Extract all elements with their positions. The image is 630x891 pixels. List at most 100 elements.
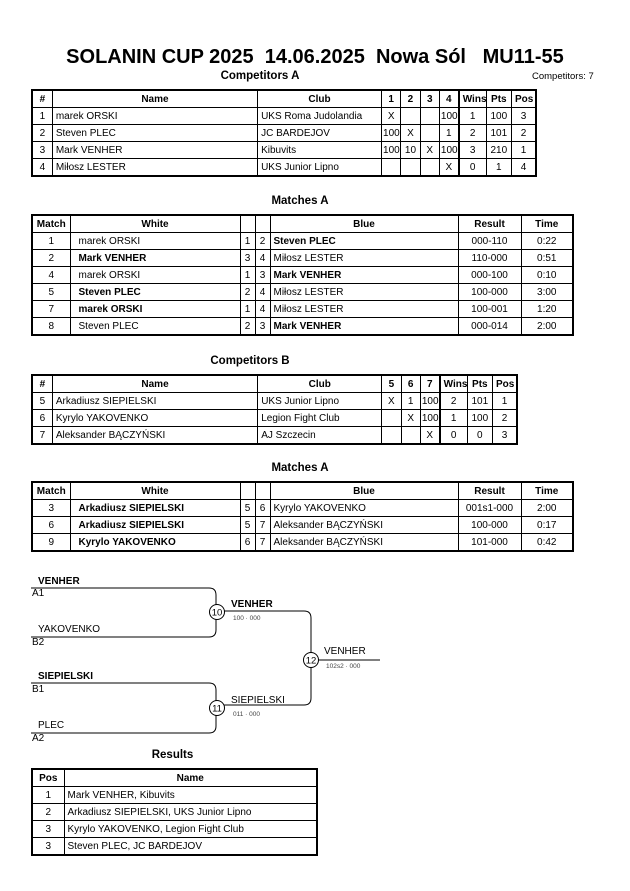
score-cell: 100 — [381, 124, 402, 142]
page-title: SOLANIN CUP 2025 14.06.2025 Nowa Sól MU1… — [66, 46, 564, 68]
stat-cell: 1 — [511, 141, 537, 159]
white-id: 1 — [239, 232, 256, 250]
blue-competitor: Aleksander BĄCZYŃSKI — [269, 533, 459, 552]
bracket-m11-circle — [209, 700, 225, 716]
club-name: Legion Fight Club — [257, 409, 383, 427]
result-position: 3 — [31, 837, 65, 856]
stat-cell: 100 — [485, 107, 513, 125]
score-cell — [400, 107, 421, 125]
competitor-name: Aleksander BĄCZYŃSKI — [51, 426, 259, 445]
column-header: 1 — [381, 89, 402, 108]
score-cell: 10 — [400, 141, 421, 159]
white-id: 2 — [239, 317, 256, 336]
column-header: Time — [520, 214, 574, 233]
score-cell: X — [381, 392, 402, 410]
score-cell — [400, 426, 421, 445]
match-result: 001s1-000 — [457, 499, 522, 517]
bracket-m11-bottom-seed: A2 — [32, 733, 45, 744]
bracket-m12-score: 102s2 · 000 — [326, 663, 361, 670]
match-time: 2:00 — [520, 499, 574, 517]
stat-cell: 3 — [457, 141, 487, 159]
column-header: 4 — [438, 89, 460, 108]
score-cell: 100 — [419, 392, 441, 410]
match-result: 100-000 — [457, 516, 522, 534]
club-name: AJ Szczecin — [257, 426, 383, 445]
bracket-m10-winner: VENHER — [231, 599, 273, 610]
score-cell: 1 — [400, 392, 421, 410]
bracket-svg: VENHER A1 YAKOVENKO B2 10 VENHER 100 · 0… — [31, 576, 380, 744]
blue-competitor: Steven PLEC — [269, 232, 459, 250]
stat-cell: 2 — [511, 124, 537, 142]
blue-id: 3 — [254, 266, 271, 284]
column-header: # — [31, 374, 53, 393]
match-number: 9 — [31, 533, 71, 552]
white-id: 5 — [239, 499, 256, 517]
competitor-name: Steven PLEC — [51, 124, 259, 142]
club-name: UKS Junior Lipno — [257, 392, 383, 410]
blue-id: 7 — [254, 533, 271, 552]
stat-cell: 0 — [466, 426, 494, 445]
score-cell — [419, 158, 440, 177]
competitor-name: Kyrylo YAKOVENKO — [51, 409, 259, 427]
score-cell: 100 — [438, 141, 460, 159]
score-cell: 100 — [419, 409, 441, 427]
result-position: 1 — [31, 786, 65, 804]
score-cell — [381, 426, 402, 445]
column-header: Result — [457, 481, 522, 500]
column-header: White — [69, 481, 241, 500]
white-id: 2 — [239, 283, 256, 301]
score-cell: X — [419, 426, 441, 445]
blue-competitor: Aleksander BĄCZYŃSKI — [269, 516, 459, 534]
match-result: 000-110 — [457, 232, 522, 250]
bracket-m11-score: 011 · 000 — [233, 711, 260, 718]
match-number: 4 — [31, 266, 71, 284]
blue-competitor: Mark VENHER — [269, 266, 459, 284]
column-header: # — [31, 89, 53, 108]
column-header: Blue — [269, 481, 459, 500]
match-time: 2:00 — [520, 317, 574, 336]
match-number: 8 — [31, 317, 71, 336]
stat-cell: 101 — [466, 392, 494, 410]
match-result: 110-000 — [457, 249, 522, 267]
column-header: Pos — [511, 89, 537, 108]
bracket-m11-bottom-name: PLEC — [38, 720, 64, 731]
bracket-m11-winner: SIEPIELSKI — [231, 695, 285, 706]
result-position: 3 — [31, 820, 65, 838]
match-time: 0:17 — [520, 516, 574, 534]
score-cell — [419, 124, 440, 142]
club-name: JC BARDEJOV — [257, 124, 383, 142]
result-name: Arkadiusz SIEPIELSKI, UKS Junior Lipno — [63, 803, 318, 821]
column-header: White — [69, 214, 241, 233]
white-competitor: Steven PLEC — [69, 317, 241, 336]
column-header — [239, 214, 256, 233]
column-header: Name — [63, 768, 318, 787]
blue-id: 4 — [254, 283, 271, 301]
column-header — [239, 481, 256, 500]
competitor-name: Mark VENHER — [51, 141, 259, 159]
bracket-m12-winner: VENHER — [324, 646, 366, 657]
column-header: Blue — [269, 214, 459, 233]
bracket-m10-bottom-name: YAKOVENKO — [38, 624, 100, 635]
row-number: 4 — [31, 158, 53, 177]
result-position: 2 — [31, 803, 65, 821]
white-competitor: Arkadiusz SIEPIELSKI — [69, 516, 241, 534]
white-competitor: Mark VENHER — [69, 249, 241, 267]
